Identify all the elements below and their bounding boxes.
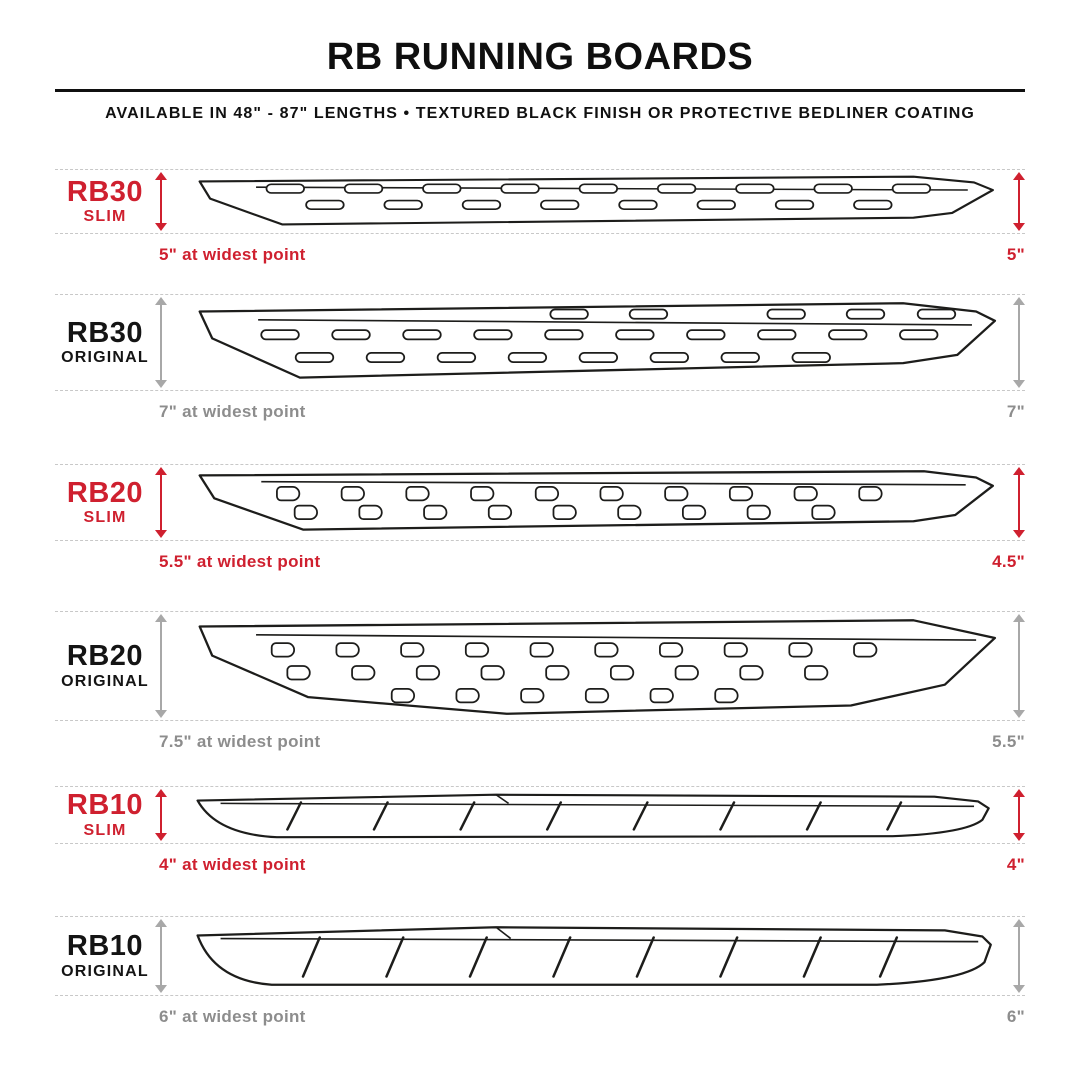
height-label: 6" <box>1006 1007 1025 1026</box>
board-row-rb10-slim: RB10 SLIM 4" at widest point 4" <box>55 786 1025 916</box>
model-name: RB20 <box>66 640 144 673</box>
dimension-arrow-icon <box>1013 789 1025 841</box>
board-drawing-rb10-slim <box>183 787 997 843</box>
header: RB RUNNING BOARDS AVAILABLE IN 48" - 87"… <box>0 0 1080 123</box>
variant-name: ORIGINAL <box>61 672 149 690</box>
page-title: RB RUNNING BOARDS <box>326 36 754 78</box>
board-row-rb10-original: RB10 ORIGINAL 6" at widest point 6" <box>55 916 1025 1032</box>
widest-point-label: 5.5" at widest point <box>159 552 321 571</box>
variant-name: SLIM <box>83 821 127 839</box>
model-name: RB20 <box>66 476 144 509</box>
title-divider <box>55 89 1025 92</box>
height-label: 4" <box>1006 855 1025 874</box>
widest-point-label: 6" at widest point <box>159 1007 306 1026</box>
dimension-arrow-icon <box>1013 297 1025 388</box>
dimension-arrow-icon <box>155 297 167 388</box>
board-row-rb20-slim: RB20 SLIM <box>55 464 1025 611</box>
board-comparison: RB30 SLIM <box>0 169 1080 1032</box>
variant-name: SLIM <box>83 208 127 226</box>
widest-point-label: 7.5" at widest point <box>159 732 321 751</box>
board-drawing-rb20-original <box>183 612 997 720</box>
page-subtitle: AVAILABLE IN 48" - 87" LENGTHS • TEXTURE… <box>105 105 975 122</box>
widest-point-label: 5" at widest point <box>159 245 306 264</box>
dimension-arrow-icon <box>155 172 167 231</box>
board-drawing-rb10-original <box>183 917 997 995</box>
board-label: RB10 SLIM <box>55 790 155 839</box>
dimension-arrow-icon <box>155 919 167 993</box>
dimension-arrow-icon <box>155 467 167 538</box>
board-label: RB20 SLIM <box>55 476 155 527</box>
board-label: RB30 SLIM <box>55 175 155 226</box>
height-label: 5.5" <box>992 732 1025 751</box>
widest-point-label: 4" at widest point <box>159 855 306 874</box>
widest-point-label: 7" at widest point <box>159 402 306 421</box>
board-label: RB20 ORIGINAL <box>55 641 155 690</box>
model-name: RB10 <box>66 789 144 822</box>
board-drawing-rb20-slim <box>183 465 997 540</box>
board-label: RB30 ORIGINAL <box>55 316 155 367</box>
model-name: RB30 <box>66 175 144 208</box>
board-row-rb20-original: RB20 ORIGINAL <box>55 611 1025 786</box>
variant-name: SLIM <box>83 509 127 527</box>
board-row-rb30-slim: RB30 SLIM <box>55 169 1025 294</box>
height-label: 7" <box>1006 402 1025 421</box>
board-drawing-rb30-slim <box>183 170 997 233</box>
model-name: RB10 <box>66 930 144 963</box>
dimension-arrow-icon <box>1013 467 1025 538</box>
height-label: 5" <box>1006 245 1025 264</box>
board-row-rb30-original: RB30 ORIGINAL <box>55 294 1025 464</box>
dimension-arrow-icon <box>1013 172 1025 231</box>
variant-name: ORIGINAL <box>61 349 149 367</box>
dimension-arrow-icon <box>155 789 167 841</box>
dimension-arrow-icon <box>1013 614 1025 718</box>
board-label: RB10 ORIGINAL <box>55 931 155 980</box>
dimension-arrow-icon <box>1013 919 1025 993</box>
height-label: 4.5" <box>992 552 1025 571</box>
model-name: RB30 <box>66 316 144 349</box>
dimension-arrow-icon <box>155 614 167 718</box>
board-drawing-rb30-original <box>183 295 997 390</box>
variant-name: ORIGINAL <box>61 962 149 980</box>
